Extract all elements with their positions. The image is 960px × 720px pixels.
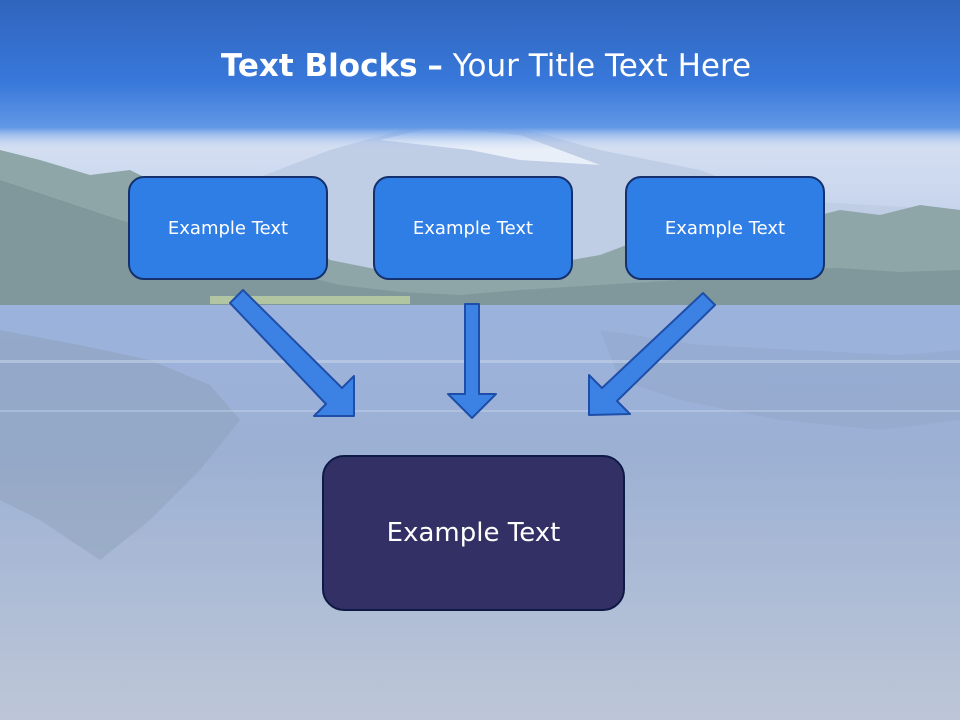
text-block-3[interactable]: Example Text	[625, 176, 825, 280]
slide-title: Text Blocks – Your Title Text Here	[0, 48, 960, 84]
arrow-right-diagonal	[588, 292, 716, 416]
title-bold-part: Text Blocks	[220, 48, 418, 84]
target-block-label: Example Text	[386, 518, 561, 548]
text-block-3-label: Example Text	[664, 217, 786, 239]
arrow-left-diagonal	[229, 289, 355, 417]
text-block-1[interactable]: Example Text	[128, 176, 328, 280]
text-block-1-label: Example Text	[167, 217, 289, 239]
arrow-center-down	[447, 303, 497, 419]
title-rest-part: Your Title Text Here	[452, 48, 752, 84]
target-block[interactable]: Example Text	[322, 455, 625, 611]
text-block-2[interactable]: Example Text	[373, 176, 573, 280]
title-dash: –	[427, 48, 443, 84]
text-block-2-label: Example Text	[412, 217, 534, 239]
